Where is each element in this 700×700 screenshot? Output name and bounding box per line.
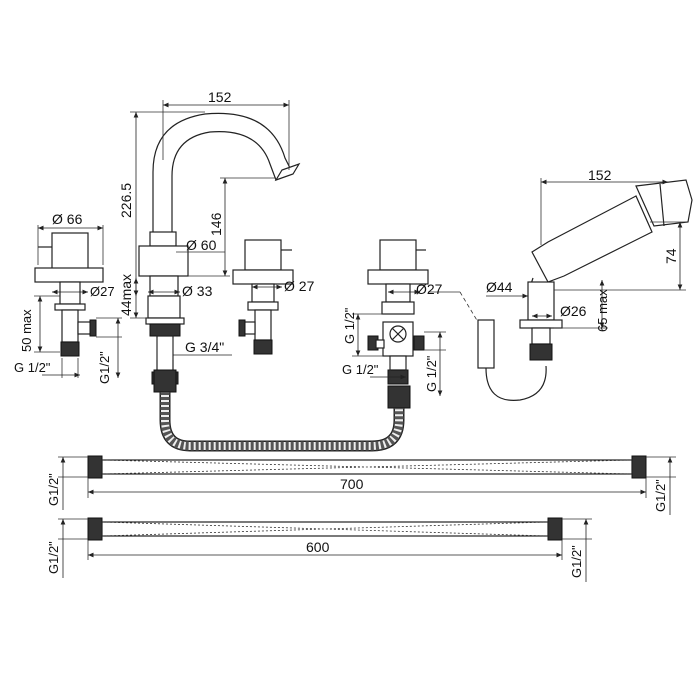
dim-valve-body-diameter: Ø 66 <box>52 211 83 227</box>
dim-handshower-base-diameter: Ø44 <box>486 279 513 295</box>
dim-diverter-thread-horizontal: G 1/2" <box>342 362 379 377</box>
dim-spout-outlet-height: 146 <box>208 212 224 236</box>
diverter-valve <box>352 239 479 396</box>
dim-spout-stem-diameter: Ø 33 <box>182 283 213 299</box>
dim-spout-thread: G 3/4" <box>185 339 224 355</box>
dim-handshower-reach: 152 <box>588 167 612 183</box>
dim-spout-reach: 152 <box>208 89 232 105</box>
dim-mixer-deck-max: 44max <box>118 274 134 316</box>
dim-hose-short-thread-right: G1/2" <box>569 545 584 578</box>
connecting-hose <box>153 369 411 452</box>
hose-700 <box>58 455 676 515</box>
dim-valve-thread-left-bottom: G 1/2" <box>14 360 51 375</box>
dim-hose-long-thread-left: G1/2" <box>46 473 61 506</box>
dim-spout-base-diameter: Ø 60 <box>186 237 217 253</box>
dim-valve-stem-diameter-mid: Ø 27 <box>284 278 315 294</box>
spout <box>130 100 301 385</box>
dim-hose-long-thread-right: G1/2" <box>653 479 668 512</box>
handshower <box>477 178 693 401</box>
dim-diverter-stem-diameter: Ø27 <box>416 281 443 297</box>
hose-600 <box>58 517 592 582</box>
dim-diverter-outlet-thread: G 1/2" <box>424 355 439 392</box>
dim-spout-height: 226.5 <box>118 183 134 218</box>
dim-valve-inlet-left: G1/2" <box>97 351 112 384</box>
dim-valve-stem-diameter-left: Ø27 <box>90 284 115 299</box>
dim-handshower-deck-max: 65 max <box>595 289 610 332</box>
dim-valve-deck-max: 50 max <box>19 309 34 352</box>
dim-handshower-stem-diameter: Ø26 <box>560 303 587 319</box>
left-valve <box>34 225 122 378</box>
dim-handshower-height: 74 <box>663 248 679 264</box>
dim-hose-short-length: 600 <box>306 539 330 555</box>
dim-hose-short-thread-left: G1/2" <box>46 541 61 574</box>
middle-valve <box>232 239 294 355</box>
dim-hose-long-length: 700 <box>340 476 364 492</box>
dim-diverter-thread-vertical: G 1/2" <box>342 307 357 344</box>
